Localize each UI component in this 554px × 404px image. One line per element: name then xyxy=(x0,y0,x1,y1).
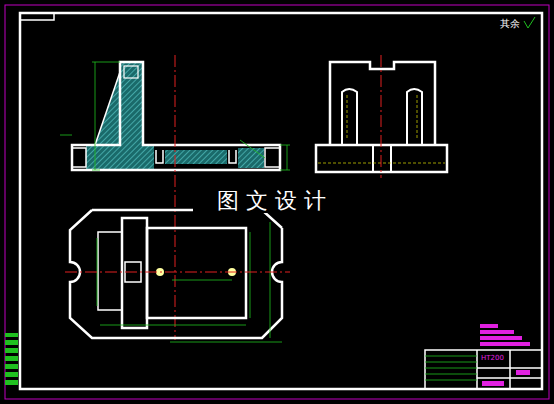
material-cell: HT200 xyxy=(481,355,504,363)
center-line xyxy=(175,55,176,340)
drawing-frame xyxy=(20,13,542,389)
title-block xyxy=(425,350,542,389)
technical-notes xyxy=(480,324,530,346)
sheet-frame xyxy=(5,5,549,399)
surface-note: 其余 xyxy=(500,18,520,29)
front-view xyxy=(72,62,280,170)
watermark: 图 文 设 计 xyxy=(217,189,326,213)
revision-strip xyxy=(5,333,18,385)
